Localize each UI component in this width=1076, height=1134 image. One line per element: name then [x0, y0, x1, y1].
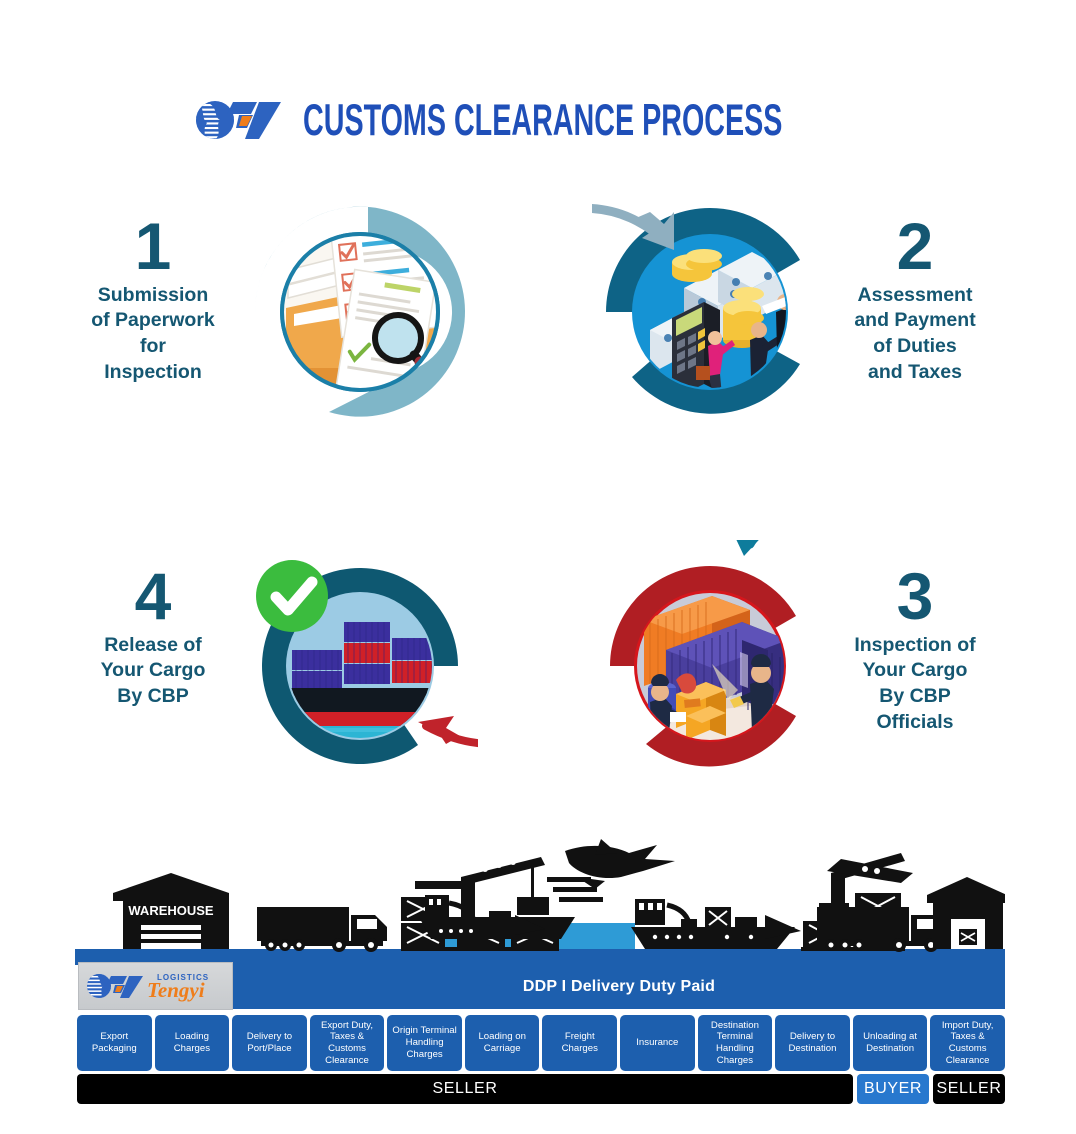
cost-cell[interactable]: Destination Terminal Handling Charges: [697, 1015, 773, 1071]
step-2-title: Assessment and Payment of Duties and Tax…: [810, 283, 1020, 386]
cost-cell[interactable]: Delivery to Destination: [775, 1015, 850, 1071]
step-4-text: 4 Release of Your Cargo By CBP: [48, 559, 258, 710]
step-4-illustration: [248, 540, 552, 790]
step-4-title-line: By CBP: [117, 685, 189, 708]
step-1-title: Submission of Paperwork for Inspection: [48, 283, 258, 386]
cost-cell[interactable]: Import Duty, Taxes & Customs Clearance: [930, 1015, 1005, 1071]
step-4-title-line: Release of: [104, 633, 202, 656]
step-2[interactable]: 2 Assessment and Payment of Duties and T…: [507, 190, 1022, 440]
step-3-title-line: Your Cargo: [862, 659, 968, 682]
step-1-title-line: Submission: [97, 283, 209, 306]
incoterm-cost-cells: Export Packaging Loading Charges Deliver…: [77, 1015, 1005, 1071]
warehouse-label: WAREHOUSE: [128, 903, 214, 918]
step-3-title-line: By CBP: [879, 685, 951, 708]
responsibility-buyer: BUYER: [857, 1074, 929, 1104]
step-1-text: 1 Submission of Paperwork for Inspection: [48, 209, 258, 386]
process-steps: 1 Submission of Paperwork for Inspection: [0, 180, 1076, 790]
cost-cell[interactable]: Origin Terminal Handling Charges: [387, 1015, 462, 1071]
step-2-title-line: and Taxes: [868, 360, 962, 383]
step-1-number: 1: [134, 209, 172, 283]
ddp-banner: DDP I Delivery Duty Paid: [233, 965, 1005, 1009]
step-3[interactable]: 3 Inspection of Your Cargo By CBP Offici…: [592, 415, 1022, 790]
tengyi-logo: LOGISTICS Tengyi: [78, 962, 233, 1010]
ddp-banner-label: DDP I Delivery Duty Paid: [522, 978, 716, 995]
cost-cell[interactable]: Loading Charges: [154, 1015, 230, 1071]
step-4-number: 4: [134, 559, 172, 633]
responsibility-seller-end: SELLER: [933, 1074, 1005, 1104]
logistics-silhouette: WAREHOUSE: [75, 815, 1007, 965]
logo-brand-text: Tengyi: [147, 978, 205, 1002]
step-3-number: 3: [896, 559, 934, 633]
incoterm-section: WAREHOUSE: [0, 815, 1076, 1134]
cost-cell[interactable]: Delivery to Port/Place: [232, 1015, 307, 1071]
step-3-title-line: Inspection of: [854, 633, 976, 656]
cost-cell[interactable]: Insurance: [620, 1015, 695, 1071]
step-1-title-line: for: [140, 335, 166, 358]
step-1[interactable]: 1 Submission of Paperwork for Inspection: [48, 190, 478, 440]
cost-cell[interactable]: Freight Charges: [542, 1015, 618, 1071]
responsibility-seller-main: SELLER: [77, 1074, 853, 1104]
logo-logistics-text: LOGISTICS: [156, 973, 208, 982]
step-3-illustration: [592, 415, 822, 790]
cost-cell[interactable]: Export Packaging: [77, 1015, 152, 1071]
step-3-text: 3 Inspection of Your Cargo By CBP Offici…: [810, 559, 1020, 736]
step-1-title-line: of Paperwork: [91, 309, 215, 332]
page-header: CUSTOMS CLEARANCE PROCESS: [0, 88, 1076, 154]
step-2-number: 2: [896, 209, 934, 283]
step-2-text: 2 Assessment and Payment of Duties and T…: [810, 209, 1020, 386]
responsibility-row: SELLER BUYER SELLER: [77, 1074, 1005, 1104]
cost-cell[interactable]: Unloading at Destination: [852, 1015, 928, 1071]
step-1-title-line: Inspection: [104, 360, 202, 383]
step-2-title-line: of Duties: [873, 335, 957, 358]
step-2-title-line: Assessment: [857, 283, 973, 306]
company-logo-icon: [189, 98, 285, 144]
page-title: CUSTOMS CLEARANCE PROCESS: [302, 95, 783, 146]
cost-cell[interactable]: Export Duty, Taxes & Customs Clearance: [309, 1015, 385, 1071]
cost-cell[interactable]: Loading on Carriage: [464, 1015, 540, 1071]
step-4-title-line: Your Cargo: [100, 659, 206, 682]
step-3-title: Inspection of Your Cargo By CBP Official…: [810, 633, 1020, 736]
step-2-title-line: and Payment: [854, 309, 976, 332]
step-4-title: Release of Your Cargo By CBP: [48, 633, 258, 710]
step-3-title-line: Officials: [876, 710, 954, 733]
step-4[interactable]: 4 Release of Your Cargo By CBP: [48, 540, 552, 790]
step-2-illustration: [507, 190, 822, 440]
step-1-illustration: [248, 190, 478, 440]
